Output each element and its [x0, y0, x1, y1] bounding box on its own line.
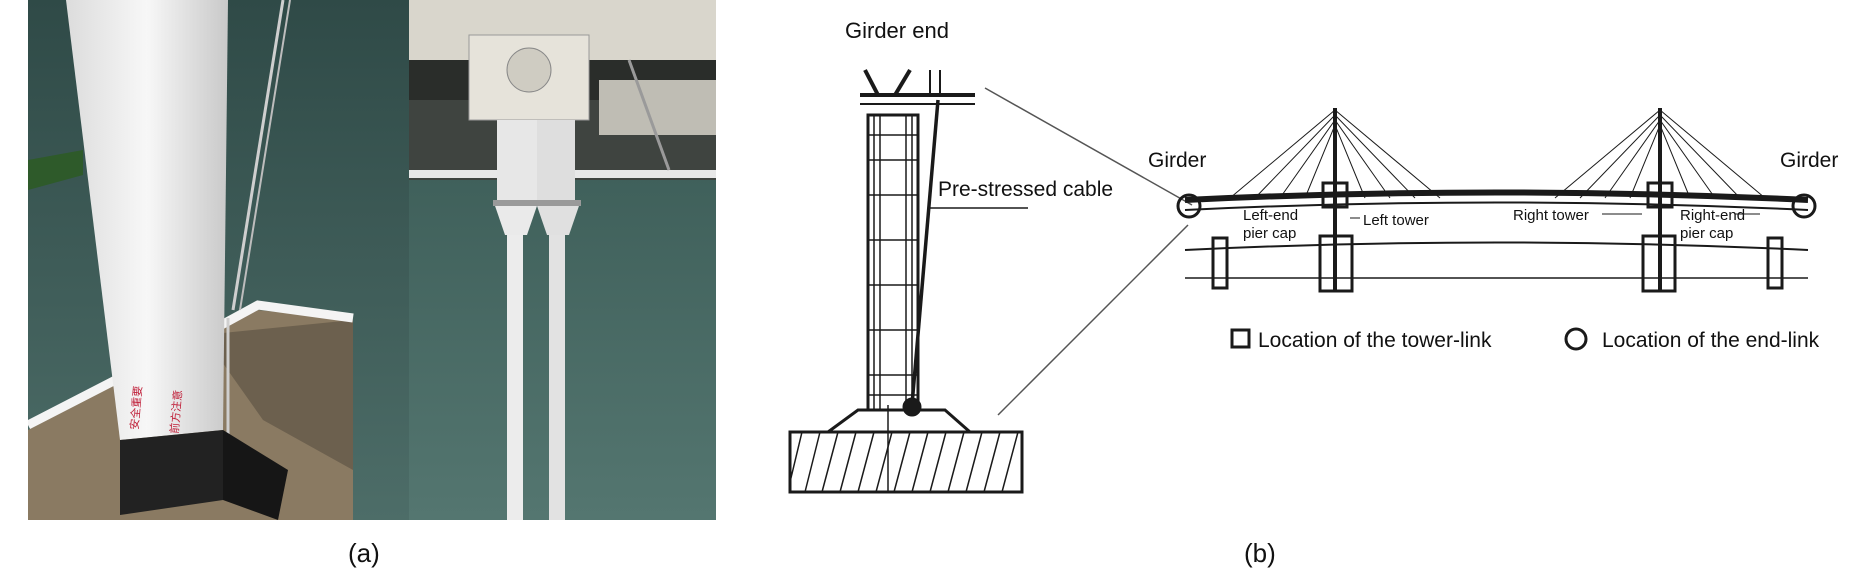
legend-tower-link: Location of the tower-link — [1258, 329, 1492, 352]
tower-link-square-icon — [1230, 328, 1251, 349]
caption-a: (a) — [348, 538, 380, 568]
tower-marking-2: 前方注意 — [167, 389, 185, 434]
label-girder-right: Girder — [1780, 149, 1838, 172]
bridge-elevation — [1176, 108, 1817, 293]
label-right-end-pier-cap-2: pier cap — [1680, 225, 1733, 242]
caption-b: (b) — [1244, 538, 1276, 568]
label-girder-left: Girder — [1148, 149, 1206, 172]
label-left-tower: Left tower — [1363, 212, 1429, 229]
photo-tower-link — [409, 0, 716, 520]
label-girder-end: Girder end — [845, 18, 949, 43]
label-left-end-pier-cap-2: pier cap — [1243, 225, 1296, 242]
label-right-end-pier-cap-1: Right-end — [1680, 207, 1745, 224]
bridge-link-diagram: Girder end — [788, 18, 1838, 494]
footing-hatch — [789, 431, 1019, 493]
label-right-tower: Right tower — [1513, 207, 1589, 224]
end-link-circle-icon — [1564, 327, 1588, 351]
girder-end-detail — [788, 68, 1024, 494]
tower-marking-1: 安全重要 — [127, 385, 145, 430]
legend-end-link: Location of the end-link — [1602, 329, 1820, 352]
label-left-end-pier-cap-1: Left-end — [1243, 207, 1298, 224]
photo-tower-pier: 安全重要 前方注意 — [28, 0, 409, 520]
legend: Location of the tower-link Location of t… — [1230, 327, 1820, 352]
label-prestressed-cable: Pre-stressed cable — [938, 178, 1113, 201]
